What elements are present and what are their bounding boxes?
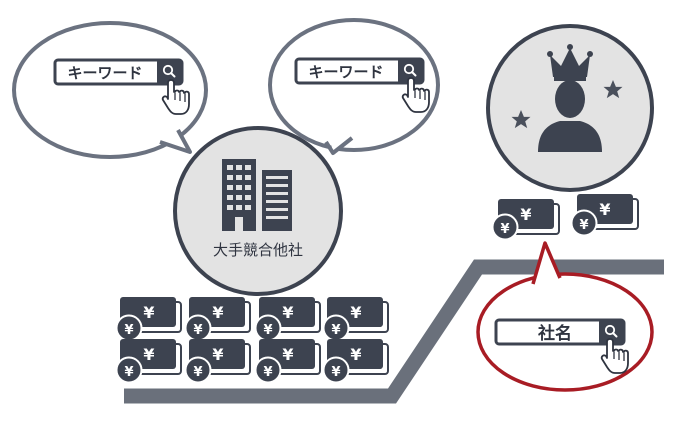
svg-text:¥: ¥ <box>331 365 340 380</box>
search-box-company-name[interactable]: 社名 <box>494 318 626 346</box>
speech-bubble-right <box>268 18 440 155</box>
svg-text:¥: ¥ <box>212 303 223 322</box>
svg-text:¥: ¥ <box>263 365 272 380</box>
svg-text:¥: ¥ <box>599 200 610 219</box>
svg-text:¥: ¥ <box>124 323 133 338</box>
search-keyword-text: キーワード <box>308 63 383 81</box>
svg-text:¥: ¥ <box>193 365 202 380</box>
svg-text:¥: ¥ <box>282 303 293 322</box>
svg-text:¥: ¥ <box>193 323 202 338</box>
person-circle <box>486 24 654 192</box>
person-icon <box>538 80 602 152</box>
svg-text:¥: ¥ <box>350 345 361 364</box>
svg-text:¥: ¥ <box>520 205 531 224</box>
search-company-text: 社名 <box>537 323 572 344</box>
banknote-stack: ¥¥ <box>115 338 182 384</box>
svg-text:¥: ¥ <box>350 303 361 322</box>
svg-text:¥: ¥ <box>282 345 293 364</box>
banknote-stack: ¥¥ <box>254 338 321 384</box>
banknote-stack: ¥¥ <box>115 296 182 342</box>
svg-text:¥: ¥ <box>331 323 340 338</box>
svg-text:¥: ¥ <box>212 345 223 364</box>
banknote-stack: ¥¥ <box>184 296 251 342</box>
svg-text:¥: ¥ <box>500 222 509 237</box>
svg-text:¥: ¥ <box>263 323 272 338</box>
crown-icon <box>547 44 593 81</box>
banknote-stack: ¥¥ <box>254 296 321 342</box>
search-box-keyword-left[interactable]: キーワード <box>53 58 184 86</box>
search-box-keyword-right[interactable]: キーワード <box>294 57 425 85</box>
rival-company-circle: 大手競合他社 <box>173 126 343 296</box>
building-icon <box>222 159 292 231</box>
banknote-stack: ¥¥ <box>184 338 251 384</box>
search-keyword-text: キーワード <box>67 64 142 82</box>
speech-bubble-left <box>12 21 208 159</box>
svg-text:¥: ¥ <box>579 218 588 233</box>
growth-path-line <box>124 259 664 404</box>
rival-company-label: 大手競合他社 <box>213 241 303 259</box>
rival-money-pile: ¥¥¥¥¥¥¥¥¥¥¥¥¥¥¥¥ <box>115 296 389 384</box>
person-money: ¥ ¥ ¥ ¥ <box>491 193 639 241</box>
svg-text:¥: ¥ <box>124 365 133 380</box>
banknote-stack: ¥¥ <box>322 338 389 384</box>
banknote-stack: ¥¥ <box>322 296 389 342</box>
svg-text:¥: ¥ <box>143 303 154 322</box>
svg-text:¥: ¥ <box>143 345 154 364</box>
